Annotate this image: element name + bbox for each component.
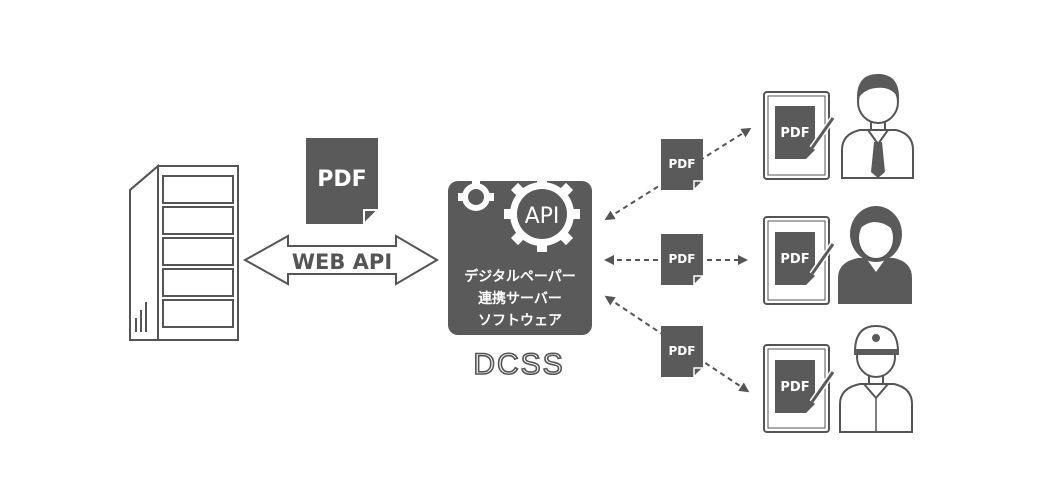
tablet-icon: PDF [763, 91, 836, 180]
hub-line2: 連携サーバー [478, 290, 562, 307]
gear-icon-small [458, 179, 494, 211]
flow-pdf-label: PDF [669, 252, 696, 266]
tablet-pdf-label: PDF [780, 252, 809, 267]
webapi-label: WEB API [292, 250, 392, 274]
person-icon-woman [838, 206, 912, 304]
flow-pdf-top: PDF [661, 139, 705, 192]
tablet-pdf-label: PDF [780, 380, 809, 395]
tablet-icon: PDF [763, 216, 836, 305]
person-icon-worker [839, 324, 913, 433]
pdf-document-icon: PDF [306, 138, 381, 227]
tablet-pdf-label: PDF [780, 126, 809, 141]
flow-pdf-bottom: PDF [661, 326, 705, 379]
flow-pdf-label: PDF [669, 344, 696, 358]
hub-line3: ソフトウェア [478, 313, 562, 329]
dcss-name: DCSS [473, 348, 564, 381]
flow-pdf-label: PDF [669, 157, 696, 171]
server-icon [129, 163, 239, 341]
pen-icon [809, 242, 836, 276]
doc-pdf-label: PDF [317, 167, 366, 192]
hub-line1: デジタルペーパー [464, 268, 576, 285]
hub-api-label: API [525, 204, 560, 229]
person-icon-businessman [841, 74, 914, 179]
gear-icon [504, 176, 580, 252]
pen-icon [809, 370, 836, 404]
pen-icon [809, 116, 836, 150]
dcss-hub: API デジタルペーパー 連携サーバー ソフトウェア [448, 176, 592, 335]
flow-pdf-middle: PDF [661, 234, 705, 287]
webapi-double-arrow: WEB API [242, 234, 439, 286]
tablet-icon: PDF [763, 344, 836, 433]
